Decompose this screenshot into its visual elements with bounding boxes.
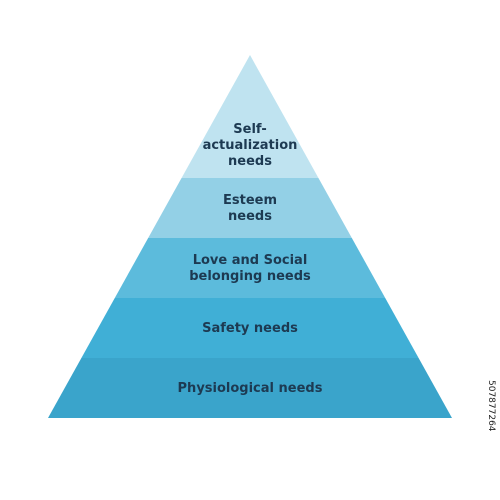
- pyramid-level-physiological: [48, 358, 452, 418]
- pyramid-label-love-belonging: belonging needs: [189, 269, 311, 284]
- pyramid-level-esteem: [148, 178, 352, 238]
- pyramid-label-esteem: Esteem: [223, 193, 277, 208]
- pyramid-label-self-actualization: Self-: [233, 122, 266, 137]
- pyramid-label-physiological: Physiological needs: [178, 381, 323, 396]
- pyramid-label-esteem: needs: [228, 209, 272, 224]
- pyramid-level-love-belonging: [114, 238, 386, 298]
- pyramid-label-self-actualization: needs: [228, 154, 272, 169]
- pyramid-label-love-belonging: Love and Social: [193, 253, 308, 268]
- pyramid-level-self-actualization: [181, 55, 319, 178]
- stock-id: 507877264: [486, 380, 496, 432]
- pyramid-label-safety: Safety needs: [202, 321, 298, 336]
- pyramid-level-safety: [81, 298, 419, 358]
- pyramid-label-self-actualization: actualization: [203, 138, 298, 153]
- stock-id-watermark: 507877264: [484, 380, 498, 490]
